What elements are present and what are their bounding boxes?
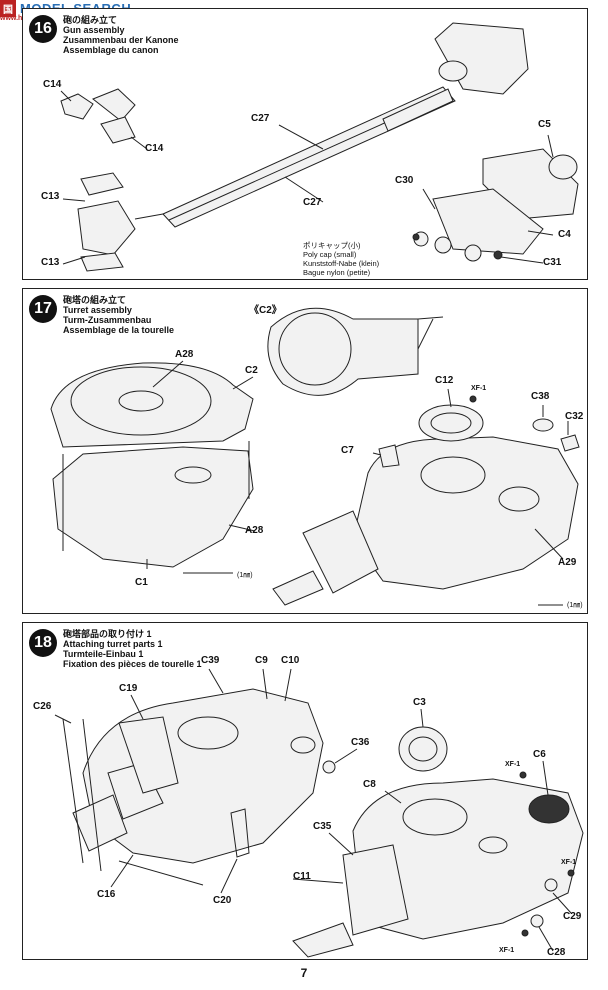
part-label: C19 [119, 683, 138, 694]
poly-cap-note-ja: ポリキャップ(小) [303, 241, 361, 250]
step-16-title-en: Gun assembly [63, 25, 125, 35]
step-17-panel: 17 砲塔の組み立て Turret assembly Turm-Zusammen… [22, 288, 588, 614]
poly-cap-note: ポリキャップ(小) Poly cap (small) Kunststoff-Na… [303, 241, 379, 277]
part-label: C27 [251, 113, 270, 124]
watermark-logo: 国 [0, 0, 16, 17]
part-label: C14 [43, 79, 62, 90]
part-label: C38 [531, 391, 550, 402]
part-label: C14 [145, 143, 164, 154]
paint-code: XF-1 [499, 947, 515, 954]
step-16-title-fr: Assemblage du canon [63, 45, 159, 55]
poly-cap-note-en: Poly cap (small) [303, 250, 357, 259]
part-label: C8 [363, 779, 376, 790]
poly-cap-note-de: Kunststoff-Nabe (klein) [303, 259, 380, 268]
part-label: A28 [175, 349, 194, 360]
part-label: C6 [533, 749, 546, 760]
part-label: C9 [255, 655, 268, 666]
part-label: C2 [245, 365, 258, 376]
drill-size: (1㎜) [237, 572, 253, 579]
part-label: C10 [281, 655, 300, 666]
step-17-header: 17 砲塔の組み立て Turret assembly Turm-Zusammen… [29, 295, 174, 335]
part-label: C4 [558, 229, 571, 240]
turret-assembly-illustration [50, 307, 580, 606]
page-number: 7 [300, 966, 308, 980]
part-label: C28 [547, 947, 566, 958]
step-18-header: 18 砲塔部品の取り付け 1 Attaching turret parts 1 … [29, 629, 202, 669]
drill-size: (1㎜) [567, 602, 583, 609]
part-label: C7 [341, 445, 354, 456]
step-16-header: 16 砲の組み立て Gun assembly Zusammenbau der K… [29, 15, 179, 55]
part-label: C16 [97, 889, 116, 900]
step-16-title-ja: 砲の組み立て [63, 15, 118, 25]
part-label: C29 [563, 911, 582, 922]
part-label: C31 [543, 257, 562, 268]
part-label: C3 [413, 697, 426, 708]
step-18-titles: 砲塔部品の取り付け 1 Attaching turret parts 1 Tur… [63, 629, 202, 669]
attaching-turret-parts-illustration [54, 668, 584, 958]
step-17-number: 17 [29, 295, 57, 323]
step-17-title-ja: 砲塔の組み立て [63, 295, 127, 305]
step-16-number: 16 [29, 15, 57, 43]
step-18-title-fr: Fixation des pièces de tourelle 1 [63, 659, 202, 669]
part-label: C1 [135, 577, 148, 588]
part-label: C32 [565, 411, 584, 422]
step-18-title-de: Turmteile-Einbau 1 [63, 649, 144, 659]
step-16-title-de: Zusammenbau der Kanone [63, 35, 179, 45]
part-label: C12 [435, 375, 454, 386]
step-16-titles: 砲の組み立て Gun assembly Zusammenbau der Kano… [63, 15, 179, 55]
part-label: C13 [41, 191, 60, 202]
paint-code: XF-1 [471, 385, 487, 392]
gun-assembly-illustration [60, 22, 579, 272]
step-18-number: 18 [29, 629, 57, 657]
part-label: C30 [395, 175, 414, 186]
part-label: C27 [303, 197, 322, 208]
poly-cap-note-fr: Bague nylon (petite) [303, 268, 371, 277]
part-label: C36 [351, 737, 370, 748]
part-label: C26 [33, 701, 52, 712]
part-label: 《C2》 [249, 305, 282, 316]
step-17-title-fr: Assemblage de la tourelle [63, 325, 175, 335]
step-16-panel: 16 砲の組み立て Gun assembly Zusammenbau der K… [22, 8, 588, 280]
step-17-title-de: Turm-Zusammenbau [63, 315, 152, 325]
part-label: C20 [213, 895, 232, 906]
step-18-panel: 18 砲塔部品の取り付け 1 Attaching turret parts 1 … [22, 622, 588, 960]
part-label: C35 [313, 821, 332, 832]
step-17-titles: 砲塔の組み立て Turret assembly Turm-Zusammenbau… [63, 295, 174, 335]
part-label: A29 [558, 557, 577, 568]
part-label: C13 [41, 257, 60, 268]
step-18-title-en: Attaching turret parts 1 [63, 639, 163, 649]
part-label: A28 [245, 525, 264, 536]
paint-code: XF-1 [505, 761, 521, 768]
part-label: C39 [201, 655, 220, 666]
paint-code: XF-1 [561, 859, 577, 866]
step-17-title-en: Turret assembly [63, 305, 132, 315]
part-label: C5 [538, 119, 551, 130]
part-label: C11 [293, 871, 311, 882]
step-18-title-ja: 砲塔部品の取り付け 1 [63, 629, 152, 639]
